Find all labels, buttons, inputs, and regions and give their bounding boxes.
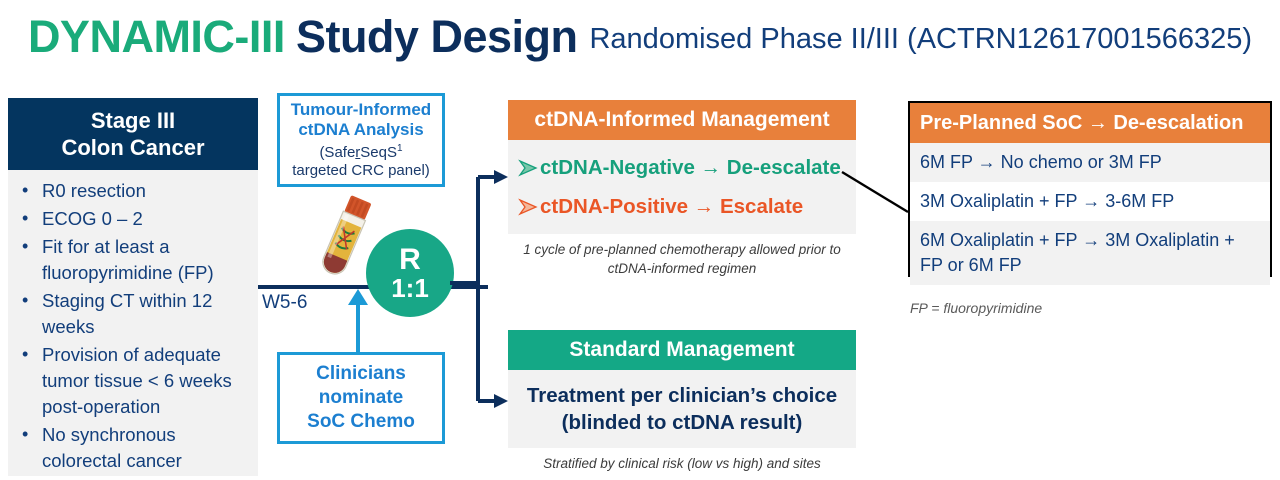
ctdna-positive-text: ctDNA-Positive → Escalate (540, 194, 804, 218)
list-item: Fit for at least a fluoropyrimidine (FP) (22, 233, 248, 286)
ctdna-analysis-box: Tumour-Informed ctDNA Analysis (SaferSeq… (277, 93, 445, 187)
ctdna-informed-management-header: ctDNA-Informed Management (508, 100, 856, 140)
title-main: Study Design (295, 11, 578, 62)
ctdna-analysis-assay: (SaferSeqS1 (319, 140, 402, 162)
ctdna-analysis-line2: ctDNA Analysis (298, 120, 424, 139)
soc-table-header: Pre-Planned SoC → De-escalation (910, 103, 1270, 143)
standard-management-line2: (blinded to ctDNA result) (561, 411, 803, 434)
ctdna-negative-text: ctDNA-Negative → De-escalate (540, 155, 841, 179)
title-brand: DYNAMIC-III (27, 11, 286, 62)
page-title: DYNAMIC-III Study Design Randomised Phas… (0, 8, 1280, 66)
list-item: R0 resection (22, 177, 248, 204)
ctdna-management-note: 1 cycle of pre-planned chemotherapy allo… (508, 240, 856, 278)
randomisation-ratio: 1:1 (391, 273, 429, 304)
standard-management-note: Stratified by clinical risk (low vs high… (543, 456, 821, 471)
table-row: 6M FP → No chemo or 3M FP (910, 143, 1270, 182)
eligibility-header: Stage III Colon Cancer (8, 98, 258, 170)
blood-collection-tube-icon (322, 195, 371, 275)
list-item: No synchronous colorectal cancer (22, 421, 248, 474)
ctdna-analysis-line1: Tumour-Informed (290, 100, 432, 119)
timeline-label-w56: W5-6 (262, 292, 308, 313)
ctdna-management-note-line2: ctDNA-informed regimen (607, 261, 757, 276)
ctdna-management-note-line1: 1 cycle of pre-planned chemotherapy allo… (523, 242, 841, 257)
title-subtitle: Randomised Phase II/III (ACTRN1261700156… (589, 22, 1253, 55)
assay-post: SeqS (360, 144, 397, 161)
randomisation-circle: R 1:1 (366, 229, 454, 317)
ctdna-positive-row: ctDNA-Positive → Escalate (508, 187, 856, 226)
eligibility-criteria-list: R0 resection ECOG 0 – 2 Fit for at least… (8, 177, 258, 476)
clinicians-to-randomisation-arrow-icon (348, 289, 368, 353)
arrowhead-green-icon (518, 158, 538, 177)
clinicians-line1: Clinicians (316, 363, 406, 384)
pre-planned-soc-table: Pre-Planned SoC → De-escalation 6M FP → … (908, 101, 1272, 285)
de-escalation-callout-line (841, 170, 909, 214)
list-item: Staging CT within 12 weeks (22, 287, 248, 340)
standard-management-line1: Treatment per clinician’s choice (526, 384, 838, 407)
clinicians-line3: SoC Chemo (307, 411, 415, 432)
clinicians-line2: nominate (318, 387, 404, 408)
assay-footnote-marker: 1 (397, 143, 403, 154)
assay-pre: (Safe (319, 144, 356, 161)
soc-table-footnote: FP = fluoropyrimidine (910, 300, 1043, 316)
arrowhead-orange-icon (518, 197, 538, 216)
standard-management-body: Treatment per clinician’s choice (blinde… (508, 370, 856, 448)
ctdna-negative-row: ctDNA-Negative → De-escalate (508, 148, 856, 187)
standard-management-header: Standard Management (508, 330, 856, 370)
ctdna-analysis-line4: targeted CRC panel) (292, 162, 430, 179)
list-item: Provision of adequate tumor tissue < 6 w… (22, 341, 248, 420)
ctdna-informed-management-body: ctDNA-Negative → De-escalate ctDNA-Posit… (508, 140, 856, 234)
table-row: 3M Oxaliplatin + FP → 3-6M FP (920, 191, 1175, 211)
randomisation-letter: R (399, 242, 421, 276)
eligibility-header-line2: Colon Cancer (61, 135, 205, 160)
list-item: ECOG 0 – 2 (22, 205, 248, 232)
eligibility-header-line1: Stage III (90, 107, 176, 133)
randomisation-fork-connector (450, 170, 508, 408)
table-row: 6M Oxaliplatin + FP → 3M Oxaliplatin + F… (910, 221, 1270, 285)
assay-underlined: r (355, 144, 361, 161)
